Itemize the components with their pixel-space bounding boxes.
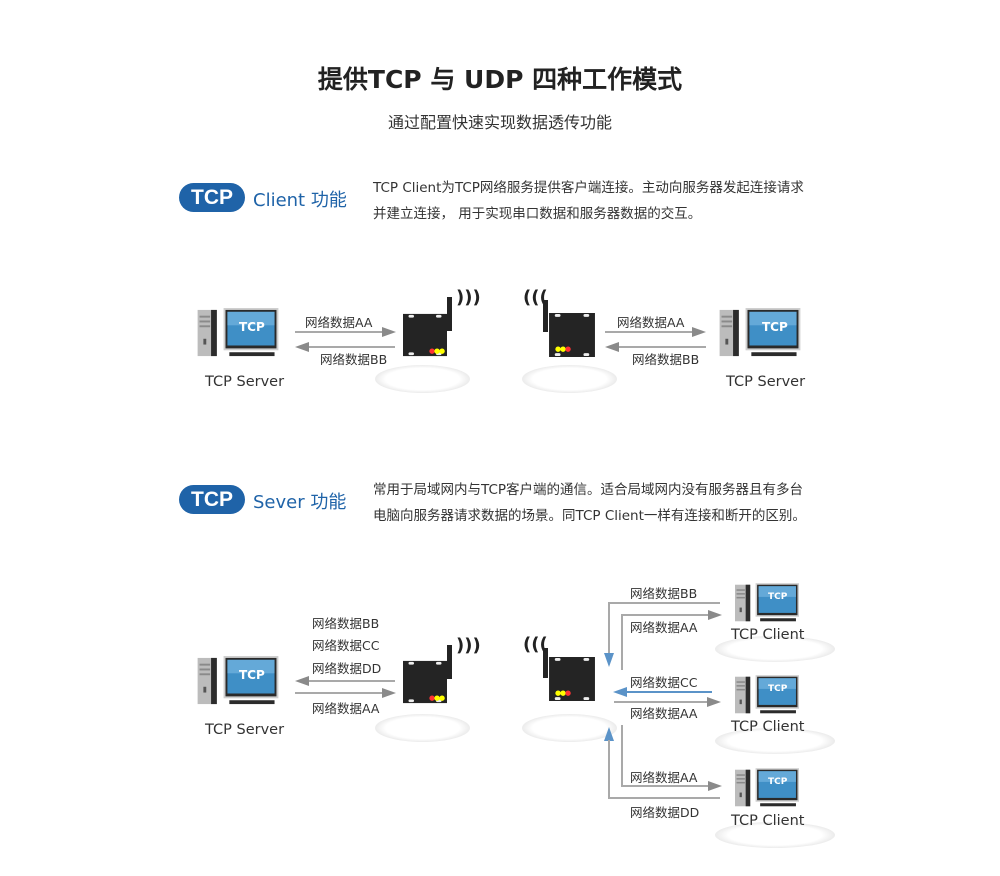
page-title: 提供TCP 与 UDP 四种工作模式 bbox=[317, 65, 683, 94]
tcp-badge: TCP bbox=[179, 183, 245, 212]
pc-icon: TCP bbox=[718, 308, 802, 358]
arrow-line bbox=[618, 346, 706, 348]
connector-line bbox=[608, 602, 720, 604]
wifi-signal-icon: ))) bbox=[456, 635, 481, 656]
arrow-left-icon bbox=[295, 342, 309, 352]
device-shadow bbox=[522, 365, 617, 393]
arrow-line bbox=[295, 692, 383, 694]
arrow-label: 网络数据BB bbox=[630, 586, 698, 601]
device-icon: ●●● bbox=[548, 657, 596, 701]
device-shadow bbox=[522, 714, 617, 742]
antenna-icon bbox=[543, 300, 548, 332]
connector-line bbox=[621, 614, 709, 616]
arrow-line bbox=[295, 331, 383, 333]
arrow-label: 网络数据AA bbox=[630, 706, 698, 721]
arrow-label: 网络数据AA bbox=[617, 315, 685, 330]
arrow-right-icon bbox=[382, 327, 396, 337]
arrow-line bbox=[307, 346, 395, 348]
arrow-label: 网络数据CC bbox=[630, 675, 698, 690]
device-icon: ●●● bbox=[403, 660, 447, 704]
pc-icon: TCP bbox=[735, 583, 799, 623]
pc-icon: TCP bbox=[735, 768, 799, 808]
pc-screen-text: TCP bbox=[768, 777, 788, 787]
wifi-signal-icon: ))) bbox=[456, 287, 481, 308]
device-icon: ●●● bbox=[548, 313, 596, 357]
pc-label: TCP Client bbox=[731, 719, 805, 735]
device-shadow bbox=[375, 714, 470, 742]
pc-label: TCP Server bbox=[205, 374, 285, 390]
antenna-icon bbox=[447, 645, 452, 679]
connector-line bbox=[608, 602, 610, 654]
pc-screen-text: TCP bbox=[768, 684, 788, 694]
pc-icon: TCP bbox=[197, 308, 279, 358]
description-line: 并建立连接， 用于实现串口数据和服务器数据的交互。 bbox=[373, 206, 702, 222]
arrow-label: 网络数据AA bbox=[312, 701, 380, 716]
pc-label: TCP Server bbox=[205, 722, 285, 738]
pc-icon: TCP bbox=[735, 675, 799, 715]
arrow-label: 网络数据DD bbox=[312, 661, 382, 676]
wifi-signal-icon: ((( bbox=[523, 634, 548, 655]
description-line: 电脑向服务器请求数据的场景。同TCP Client一样有连接和断开的区别。 bbox=[373, 508, 806, 524]
pc-screen-text: TCP bbox=[768, 592, 788, 602]
arrow-down-icon bbox=[604, 653, 614, 667]
client-shadow bbox=[715, 728, 835, 754]
arrow-line bbox=[605, 331, 693, 333]
arrow-right-icon bbox=[708, 781, 722, 791]
antenna-icon bbox=[447, 297, 452, 331]
arrow-label: 网络数据AA bbox=[630, 620, 698, 635]
arrow-label: 网络数据BB bbox=[312, 616, 380, 631]
arrow-label: 网络数据CC bbox=[312, 638, 380, 653]
section-title-server: Sever 功能 bbox=[253, 492, 347, 513]
arrow-label: 网络数据AA bbox=[305, 315, 373, 330]
connector-line bbox=[621, 785, 709, 787]
device-shadow bbox=[375, 365, 470, 393]
client-description: TCP Client为TCP网络服务提供客户端连接。主动向服务器发起连接请求 并… bbox=[373, 175, 833, 227]
connector-line bbox=[621, 725, 623, 786]
pc-label: TCP Client bbox=[731, 813, 805, 829]
pc-label: TCP Server bbox=[726, 374, 806, 390]
arrow-left-icon bbox=[605, 342, 619, 352]
arrow-label: 网络数据BB bbox=[632, 352, 700, 367]
page-subtitle: 通过配置快速实现数据透传功能 bbox=[387, 113, 612, 132]
connector-line bbox=[626, 691, 712, 693]
arrow-right-icon bbox=[707, 697, 721, 707]
arrow-label: 网络数据AA bbox=[630, 770, 698, 785]
pc-screen-text: TCP bbox=[762, 320, 788, 334]
pc-screen-text: TCP bbox=[239, 320, 265, 334]
connector-line bbox=[621, 614, 623, 670]
arrow-right-icon bbox=[382, 688, 396, 698]
connector-line bbox=[608, 740, 610, 798]
antenna-icon bbox=[543, 648, 548, 678]
arrow-left-icon bbox=[295, 676, 309, 686]
arrow-right-icon bbox=[692, 327, 706, 337]
device-icon: ●●● bbox=[403, 313, 447, 357]
pc-screen-text: TCP bbox=[239, 668, 265, 682]
wifi-signal-icon: ((( bbox=[523, 287, 548, 308]
section-title-client: Client 功能 bbox=[253, 190, 347, 211]
server-description: 常用于局域网内与TCP客户端的通信。适合局域网内没有服务器且有多台 电脑向服务器… bbox=[373, 477, 833, 529]
client-shadow bbox=[715, 822, 835, 848]
arrow-up-icon bbox=[604, 727, 614, 741]
arrow-label: 网络数据BB bbox=[320, 352, 388, 367]
description-line: 常用于局域网内与TCP客户端的通信。适合局域网内没有服务器且有多台 bbox=[373, 482, 804, 498]
pc-icon: TCP bbox=[197, 656, 279, 706]
arrow-right-icon bbox=[708, 610, 722, 620]
arrow-label: 网络数据DD bbox=[630, 805, 700, 820]
pc-label: TCP Client bbox=[731, 627, 805, 643]
tcp-badge: TCP bbox=[179, 485, 245, 514]
arrow-line bbox=[307, 680, 395, 682]
arrow-left-icon bbox=[613, 687, 627, 697]
client-shadow bbox=[715, 636, 835, 662]
connector-line bbox=[608, 797, 720, 799]
description-line: TCP Client为TCP网络服务提供客户端连接。主动向服务器发起连接请求 bbox=[373, 180, 804, 196]
connector-line bbox=[614, 701, 708, 703]
